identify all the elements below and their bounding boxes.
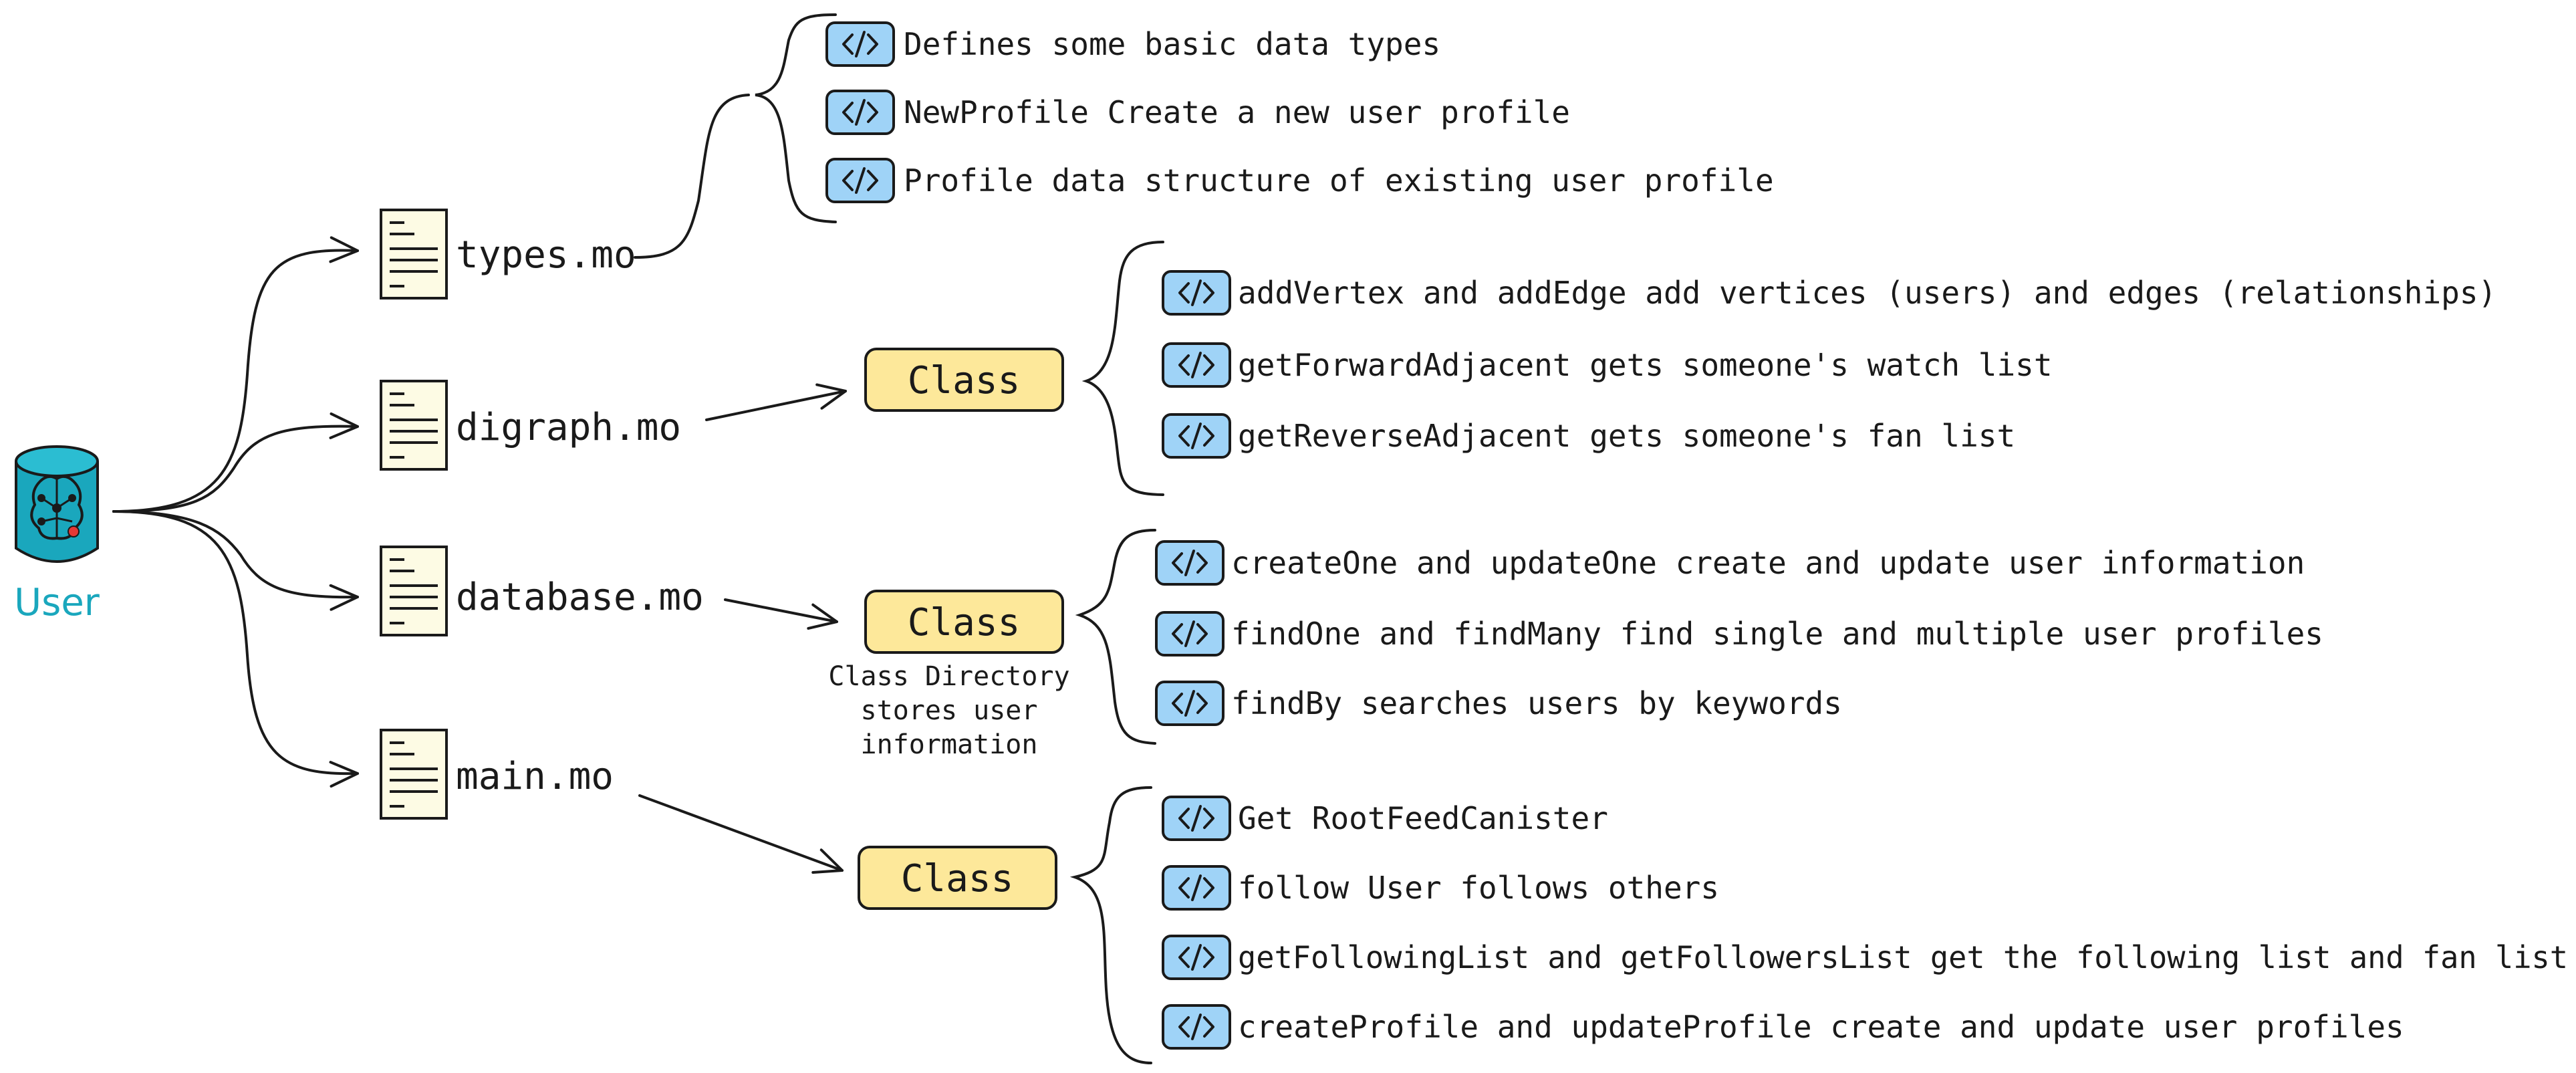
file-label: digraph.mo [456, 406, 681, 449]
item-text: addVertex and addEdge add vertices (user… [1238, 275, 2496, 311]
list-item: getForwardAdjacent gets someone's watch … [1162, 342, 2053, 388]
file-label: database.mo [456, 576, 704, 619]
code-icon [1162, 342, 1231, 388]
list-item: findOne and findMany find single and mul… [1155, 611, 2323, 657]
document-icon [380, 209, 448, 300]
database-brace [1075, 529, 1156, 745]
list-item: getFollowingList and getFollowersList ge… [1162, 935, 2568, 980]
item-text: Defines some basic data types [904, 26, 1440, 62]
list-item: addVertex and addEdge add vertices (user… [1162, 270, 2496, 316]
database-brain-icon [15, 445, 99, 563]
item-text: Profile data structure of existing user … [904, 162, 1774, 199]
class-note-line: information [861, 729, 1038, 760]
list-item: createProfile and updateProfile create a… [1162, 1004, 2404, 1050]
list-item: Profile data structure of existing user … [825, 158, 1774, 203]
code-icon [825, 21, 895, 67]
digraph-arrow [705, 383, 847, 421]
code-icon [1155, 681, 1225, 726]
class-node-main[interactable]: Class [858, 846, 1057, 910]
class-label: Class [908, 601, 1021, 644]
item-text: findBy searches users by keywords [1231, 685, 1842, 721]
document-icon [380, 729, 448, 820]
class-label: Class [901, 857, 1014, 901]
item-text: NewProfile Create a new user profile [904, 94, 1570, 130]
types-brace [755, 13, 837, 223]
list-item: follow User follows others [1162, 865, 1719, 911]
file-label: main.mo [456, 755, 614, 798]
digraph-brace [1081, 241, 1164, 496]
list-item: Get RootFeedCanister [1162, 796, 1608, 841]
user-edges [112, 236, 359, 788]
file-node-types[interactable]: types.mo [380, 209, 636, 300]
types-connector [634, 94, 750, 259]
file-node-database[interactable]: database.mo [380, 546, 704, 636]
document-icon [380, 546, 448, 636]
item-text: createProfile and updateProfile create a… [1238, 1009, 2404, 1045]
file-label: types.mo [456, 233, 636, 277]
class-note: Class Directory stores user information [828, 661, 1069, 760]
user-node: User [14, 445, 100, 624]
code-icon [1162, 935, 1231, 980]
file-node-main[interactable]: main.mo [380, 729, 614, 820]
code-icon [1155, 611, 1225, 657]
list-item: createOne and updateOne create and updat… [1155, 540, 2305, 586]
class-note-line: stores user [861, 695, 1038, 726]
document-icon [380, 380, 448, 471]
list-item: findBy searches users by keywords [1155, 681, 1842, 726]
user-label: User [14, 581, 100, 624]
main-arrow [638, 794, 844, 874]
code-icon [1162, 796, 1231, 841]
class-note-line: Class Directory [828, 661, 1069, 692]
item-text: createOne and updateOne create and updat… [1231, 545, 2305, 581]
main-brace [1069, 786, 1152, 1064]
code-icon [1162, 1004, 1231, 1050]
class-node-digraph[interactable]: Class [864, 348, 1064, 412]
item-text: follow User follows others [1238, 870, 1719, 906]
file-node-digraph[interactable]: digraph.mo [380, 380, 681, 471]
database-arrow [724, 598, 838, 630]
list-item: getReverseAdjacent gets someone's fan li… [1162, 413, 2015, 459]
code-icon [1162, 865, 1231, 911]
item-text: getForwardAdjacent gets someone's watch … [1238, 347, 2053, 383]
class-label: Class [908, 359, 1021, 402]
item-text: findOne and findMany find single and mul… [1231, 616, 2323, 652]
code-icon [825, 90, 895, 135]
item-text: getReverseAdjacent gets someone's fan li… [1238, 418, 2015, 454]
item-text: Get RootFeedCanister [1238, 800, 1608, 836]
list-item: NewProfile Create a new user profile [825, 90, 1570, 135]
code-icon [1162, 270, 1231, 316]
code-icon [825, 158, 895, 203]
code-icon [1155, 540, 1225, 586]
item-text: getFollowingList and getFollowersList ge… [1238, 939, 2568, 975]
list-item: Defines some basic data types [825, 21, 1440, 67]
code-icon [1162, 413, 1231, 459]
class-node-database[interactable]: Class [864, 590, 1064, 654]
